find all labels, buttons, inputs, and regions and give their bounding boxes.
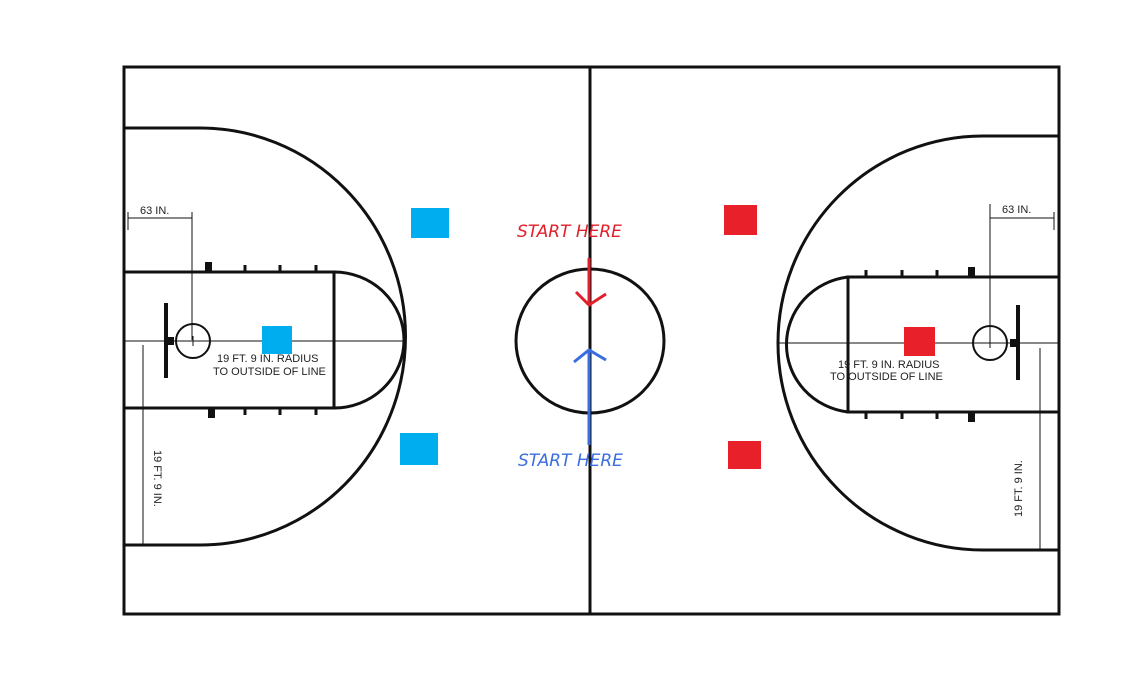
left-arc-dimension-label: 63 IN.	[140, 205, 169, 217]
red-player-marker	[904, 327, 935, 356]
left-radius-label-line1: 19 FT. 9 IN. RADIUS	[217, 353, 318, 365]
right-half	[776, 134, 1061, 552]
left-three-point-arc	[199, 126, 407, 547]
red-arrow-head	[574, 290, 607, 307]
red-start-label: START HERE	[517, 222, 622, 242]
blue-player-marker	[411, 208, 449, 238]
right-radius-label-line2: TO OUTSIDE OF LINE	[830, 371, 943, 383]
right-free-throw-arc	[784, 275, 849, 414]
left-key	[122, 270, 336, 410]
left-free-throw-arc	[333, 270, 406, 410]
right-key	[846, 275, 1061, 414]
right-radius-label-line1: 19 FT. 9 IN. RADIUS	[838, 359, 939, 371]
right-arc-dimension-label: 63 IN.	[1002, 204, 1031, 216]
right-vertical-dimension-label: 19 FT. 9 IN.	[1013, 460, 1025, 517]
left-vertical-dimension-label: 19 FT. 9 IN.	[151, 450, 163, 507]
left-radius-label-line2: TO OUTSIDE OF LINE	[213, 366, 326, 378]
blue-player-marker	[262, 326, 292, 354]
left-half	[122, 126, 407, 547]
blue-start-label: START HERE	[518, 451, 623, 471]
red-player-marker	[728, 441, 761, 469]
blue-arrow-head	[573, 348, 607, 364]
blue-player-marker	[400, 433, 438, 465]
red-player-marker	[724, 205, 757, 235]
